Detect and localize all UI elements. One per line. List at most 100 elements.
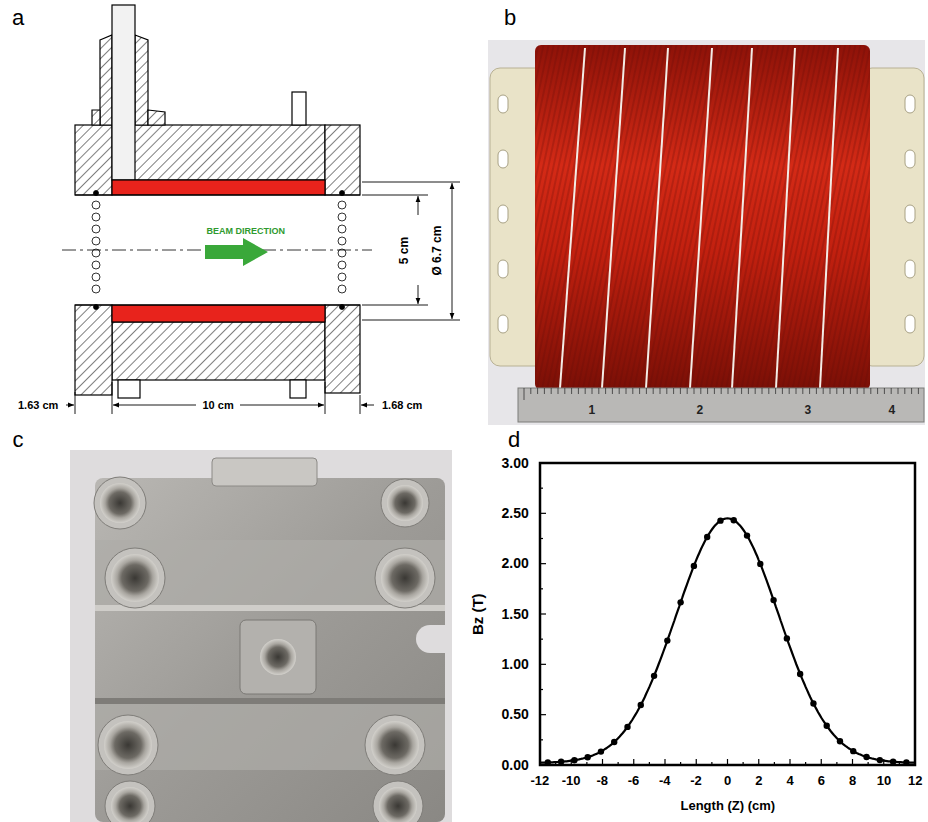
data-point: [664, 637, 670, 643]
ruler-tick: [762, 388, 763, 394]
dimension-label: 5 cm: [398, 236, 411, 263]
port-boss: [365, 715, 425, 775]
ruler-tick: [694, 388, 695, 394]
ruler-tick: [728, 388, 729, 394]
hole: [92, 249, 100, 257]
ruler-tick: [836, 388, 837, 394]
ruler-tick: [551, 388, 552, 394]
y-tick-label: 2.50: [502, 506, 529, 521]
ruler-tick: [877, 388, 878, 394]
ruler-tick: [537, 388, 538, 394]
x-tick-label: -6: [628, 774, 640, 788]
data-point: [837, 738, 843, 744]
y-tick-label: 3.00: [502, 456, 529, 471]
ruler-tick: [891, 388, 892, 394]
y-tick: [540, 563, 546, 564]
data-point: [677, 599, 683, 605]
data-point: [691, 563, 697, 569]
x-tick: [618, 762, 619, 765]
ruler-tick: [700, 388, 701, 394]
panel-letter: b: [504, 6, 516, 30]
ruler-tick: [843, 388, 844, 394]
y-tick: [540, 714, 546, 715]
ruler-tick: [857, 388, 858, 394]
x-tick: [633, 759, 634, 765]
data-point: [545, 759, 551, 765]
ruler-tick: [564, 388, 565, 394]
ruler-tick: [911, 388, 912, 394]
ruler-tick: [782, 388, 783, 394]
ruler-tick: [850, 388, 851, 394]
data-point: [890, 759, 896, 765]
x-tick: [774, 762, 775, 765]
y-tick: [540, 764, 546, 765]
ruler-tick: [639, 388, 640, 394]
data-point: [558, 759, 564, 765]
dimension-lines: [66, 182, 460, 414]
ruler-tick: [666, 388, 667, 394]
dimension-label: Ø 6.7 cm: [431, 225, 444, 275]
ruler-number: 4: [889, 404, 896, 417]
threaded-port: [379, 787, 417, 822]
y-tick: [540, 613, 546, 614]
dimension-label: 1.63 cm: [18, 399, 58, 411]
ruler-tick: [585, 388, 586, 394]
y-tick: [540, 689, 543, 690]
x-tick: [696, 759, 697, 765]
port-boss: [94, 477, 146, 529]
ruler-tick: [612, 388, 613, 394]
port-boss: [105, 781, 155, 822]
port-boss: [381, 479, 429, 527]
ruler-tick: [646, 388, 647, 394]
dimension-label: 10 cm: [203, 399, 234, 411]
x-tick: [711, 762, 712, 765]
hole: [338, 225, 346, 233]
data-point: [584, 754, 590, 760]
hole: [92, 225, 100, 233]
data-point: [638, 702, 644, 708]
y-tick: [540, 739, 543, 740]
data-point: [731, 517, 737, 523]
y-tick-label: 1.00: [502, 657, 529, 672]
housing-photo: [70, 450, 452, 822]
data-point: [598, 748, 604, 754]
ruler-tick: [558, 388, 559, 394]
dot: [340, 191, 345, 196]
ruler-tick: [748, 388, 749, 394]
ruler-tick: [741, 388, 742, 394]
x-axis-title: Length (Z) (cm): [681, 799, 776, 813]
x-tick-label: -10: [562, 774, 581, 788]
data-point: [784, 635, 790, 641]
data-point: [611, 739, 617, 745]
ruler-tick: [796, 388, 797, 394]
port-boss: [105, 548, 165, 608]
data-point: [824, 723, 830, 729]
x-tick-label: 2: [755, 774, 762, 788]
ruler-tick: [721, 388, 722, 394]
ruler-tick: [898, 388, 899, 394]
hole: [92, 237, 100, 245]
dimension-label: 1.68 cm: [382, 399, 422, 411]
dot: [94, 305, 99, 310]
ruler-tick: [571, 388, 572, 394]
ruler-tick: [734, 388, 735, 394]
x-tick-label: -8: [597, 774, 609, 788]
x-tick: [649, 762, 650, 765]
port-boss: [373, 781, 423, 822]
ruler-tick: [884, 388, 885, 394]
threaded-port: [111, 787, 149, 822]
x-tick-label: -12: [531, 774, 550, 788]
x-tick-label: 12: [908, 774, 922, 788]
data-point: [770, 597, 776, 603]
ruler-tick: [789, 388, 790, 394]
ruler-tick: [605, 388, 606, 394]
ruler-tick: [823, 388, 824, 394]
hole: [338, 285, 346, 293]
threaded-port: [387, 485, 423, 521]
ruler-tick: [768, 388, 769, 394]
x-tick: [758, 759, 759, 765]
x-tick: [789, 759, 790, 765]
threaded-port: [100, 483, 140, 523]
data-point: [810, 700, 816, 706]
